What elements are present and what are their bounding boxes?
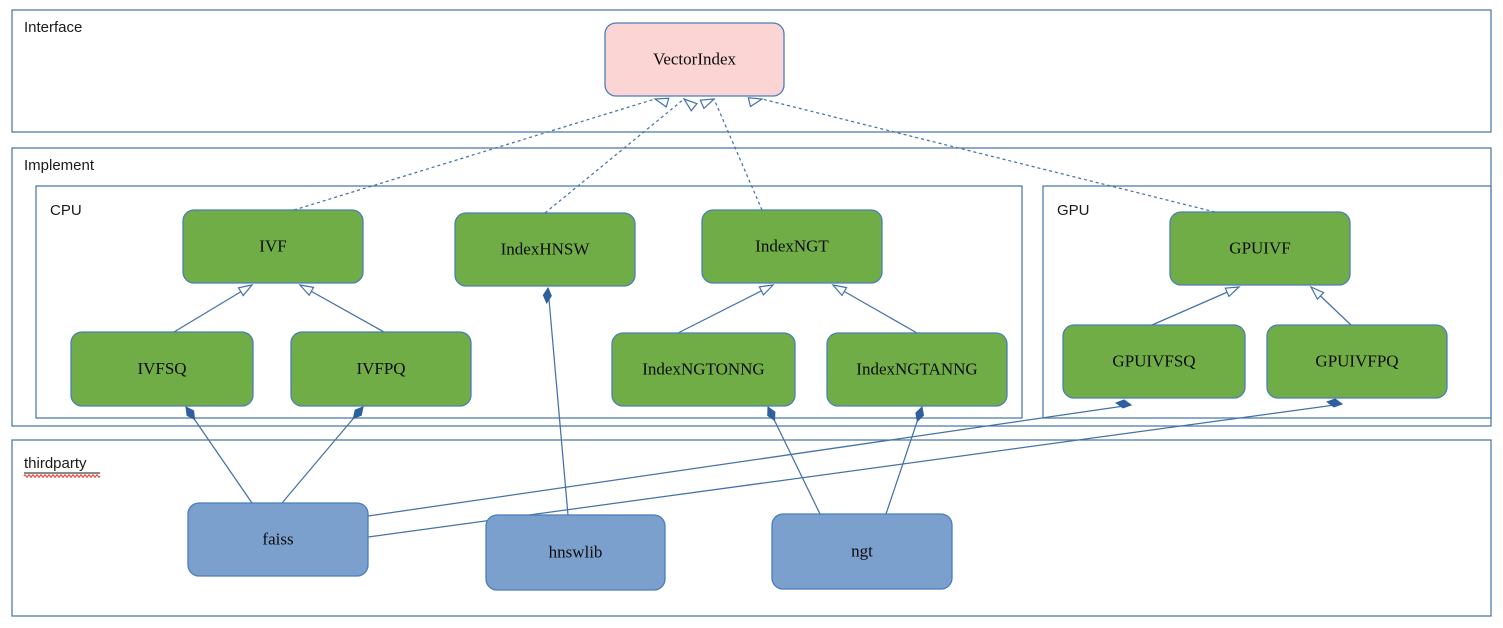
node-label-ivfpq: IVFPQ bbox=[356, 359, 405, 378]
node-label-ivf: IVF bbox=[259, 236, 286, 255]
node-label-hnswlib: hnswlib bbox=[549, 542, 603, 561]
node-label-gpuivf: GPUIVF bbox=[1229, 238, 1290, 257]
node-gpuivfpq[interactable]: GPUIVFPQ bbox=[1266, 324, 1448, 399]
edge-line-ngt-indexngtonng bbox=[767, 406, 821, 515]
filled-diamond-arrowhead-icon bbox=[915, 405, 925, 423]
node-indexngtonng[interactable]: IndexNGTONNG bbox=[611, 332, 796, 407]
edge-line-ivfpq-ivf bbox=[299, 284, 385, 333]
node-box-indexhnsw[interactable] bbox=[454, 212, 636, 287]
filled-diamond-arrowhead-icon bbox=[1326, 398, 1344, 408]
edge-line-hnswlib-indexhnsw bbox=[547, 287, 569, 516]
hollow-triangle-arrowhead-icon bbox=[298, 284, 315, 297]
edge-line-faiss-gpuivfsq bbox=[367, 404, 1132, 517]
edge-faiss-ivfpq bbox=[281, 406, 364, 504]
edges-layer bbox=[173, 97, 1352, 538]
node-hnswlib[interactable]: hnswlib bbox=[485, 514, 666, 591]
edge-line-faiss-ivfsq bbox=[185, 406, 253, 504]
node-label-gpuivfsq: GPUIVFSQ bbox=[1112, 351, 1195, 370]
node-ivfsq[interactable]: IVFSQ bbox=[70, 331, 254, 407]
node-gpuivf[interactable]: GPUIVF bbox=[1169, 211, 1351, 286]
node-ivf[interactable]: IVF bbox=[182, 209, 364, 284]
edge-faiss-gpuivfsq bbox=[367, 399, 1133, 517]
node-box-indexngtonng[interactable] bbox=[611, 332, 796, 407]
edge-line-indexngt-vectorindex bbox=[713, 98, 763, 211]
node-box-gpuivfpq[interactable] bbox=[1266, 324, 1448, 399]
edge-indexhnsw-vectorindex bbox=[544, 97, 698, 214]
hollow-triangle-arrowhead-icon bbox=[758, 284, 775, 296]
node-box-indexngtanng[interactable] bbox=[826, 332, 1008, 407]
edge-ivf-vectorindex bbox=[293, 97, 670, 211]
node-label-ngt: ngt bbox=[851, 541, 873, 560]
edge-line-ivf-vectorindex bbox=[293, 98, 656, 211]
node-box-gpuivfsq[interactable] bbox=[1062, 324, 1246, 399]
node-box-vectorindex[interactable] bbox=[604, 22, 785, 97]
node-indexngt[interactable]: IndexNGT bbox=[701, 209, 883, 284]
filled-diamond-arrowhead-icon bbox=[767, 406, 776, 422]
node-faiss[interactable]: faiss bbox=[187, 502, 369, 577]
node-box-gpuivf[interactable] bbox=[1169, 211, 1351, 286]
hollow-triangle-arrowhead-icon bbox=[699, 98, 716, 110]
node-label-indexngtanng: IndexNGTANNG bbox=[856, 359, 977, 378]
filled-diamond-arrowhead-icon bbox=[352, 406, 364, 420]
node-vectorindex[interactable]: VectorIndex bbox=[604, 22, 785, 97]
filled-diamond-arrowhead-icon bbox=[542, 286, 552, 305]
edge-line-indexngtanng-indexngt bbox=[832, 284, 918, 334]
edge-gpuivfpq-gpuivf bbox=[1309, 285, 1352, 326]
edge-line-indexngtonng-indexngt bbox=[677, 284, 774, 334]
hollow-triangle-arrowhead-icon bbox=[653, 97, 670, 108]
spellcheck-underline-thirdparty bbox=[23, 474, 101, 478]
node-ngt[interactable]: ngt bbox=[771, 513, 953, 590]
hollow-triangle-arrowhead-icon bbox=[1309, 285, 1325, 301]
hollow-triangle-arrowhead-icon bbox=[1224, 286, 1241, 298]
edge-ivfsq-ivf bbox=[173, 284, 254, 333]
node-indexngtanng[interactable]: IndexNGTANNG bbox=[826, 332, 1008, 407]
container-label-implement: Implement bbox=[24, 157, 95, 174]
node-label-vectorindex: VectorIndex bbox=[653, 49, 737, 68]
node-box-ngt[interactable] bbox=[771, 513, 953, 590]
node-box-ivf[interactable] bbox=[182, 209, 364, 284]
node-label-indexhnsw: IndexHNSW bbox=[501, 239, 591, 258]
edge-indexngt-vectorindex bbox=[699, 98, 763, 211]
node-indexhnsw[interactable]: IndexHNSW bbox=[454, 212, 636, 287]
hollow-triangle-arrowhead-icon bbox=[831, 284, 848, 297]
node-label-ivfsq: IVFSQ bbox=[137, 359, 186, 378]
node-box-faiss[interactable] bbox=[187, 502, 369, 577]
node-label-indexngtonng: IndexNGTONNG bbox=[642, 359, 764, 378]
node-ivfpq[interactable]: IVFPQ bbox=[290, 331, 472, 407]
hollow-triangle-arrowhead-icon bbox=[747, 97, 764, 108]
node-box-indexngt[interactable] bbox=[701, 209, 883, 284]
node-box-ivfpq[interactable] bbox=[290, 331, 472, 407]
hollow-triangle-arrowhead-icon bbox=[682, 97, 698, 112]
node-label-faiss: faiss bbox=[262, 529, 293, 548]
node-label-gpuivfpq: GPUIVFPQ bbox=[1315, 351, 1398, 370]
filled-diamond-arrowhead-icon bbox=[1115, 399, 1133, 409]
container-label-gpu: GPU bbox=[1057, 202, 1090, 219]
edge-faiss-ivfsq bbox=[185, 406, 253, 504]
node-box-ivfsq[interactable] bbox=[70, 331, 254, 407]
filled-diamond-arrowhead-icon bbox=[185, 406, 196, 421]
node-box-hnswlib[interactable] bbox=[485, 514, 666, 591]
container-label-cpu: CPU bbox=[50, 202, 82, 219]
edge-line-ngt-indexngtanng bbox=[885, 406, 923, 515]
edge-hnswlib-indexhnsw bbox=[542, 286, 569, 516]
edge-ngt-indexngtonng bbox=[767, 406, 821, 515]
edge-ivfpq-ivf bbox=[298, 284, 385, 333]
edge-line-gpuivfsq-gpuivf bbox=[1151, 286, 1240, 326]
edge-gpuivfsq-gpuivf bbox=[1151, 286, 1241, 326]
container-label-interface: Interface bbox=[24, 19, 82, 36]
edge-line-ivfsq-ivf bbox=[173, 284, 253, 333]
node-gpuivfsq[interactable]: GPUIVFSQ bbox=[1062, 324, 1246, 399]
hollow-triangle-arrowhead-icon bbox=[237, 284, 254, 297]
edge-gpuivf-vectorindex bbox=[747, 97, 1216, 213]
container-label-thirdparty: thirdparty bbox=[24, 455, 87, 472]
edge-indexngtonng-indexngt bbox=[677, 284, 775, 334]
node-label-indexngt: IndexNGT bbox=[755, 236, 829, 255]
edge-line-faiss-ivfpq bbox=[281, 406, 364, 504]
edge-indexngtanng-indexngt bbox=[831, 284, 918, 334]
edge-ngt-indexngtanng bbox=[885, 405, 925, 515]
